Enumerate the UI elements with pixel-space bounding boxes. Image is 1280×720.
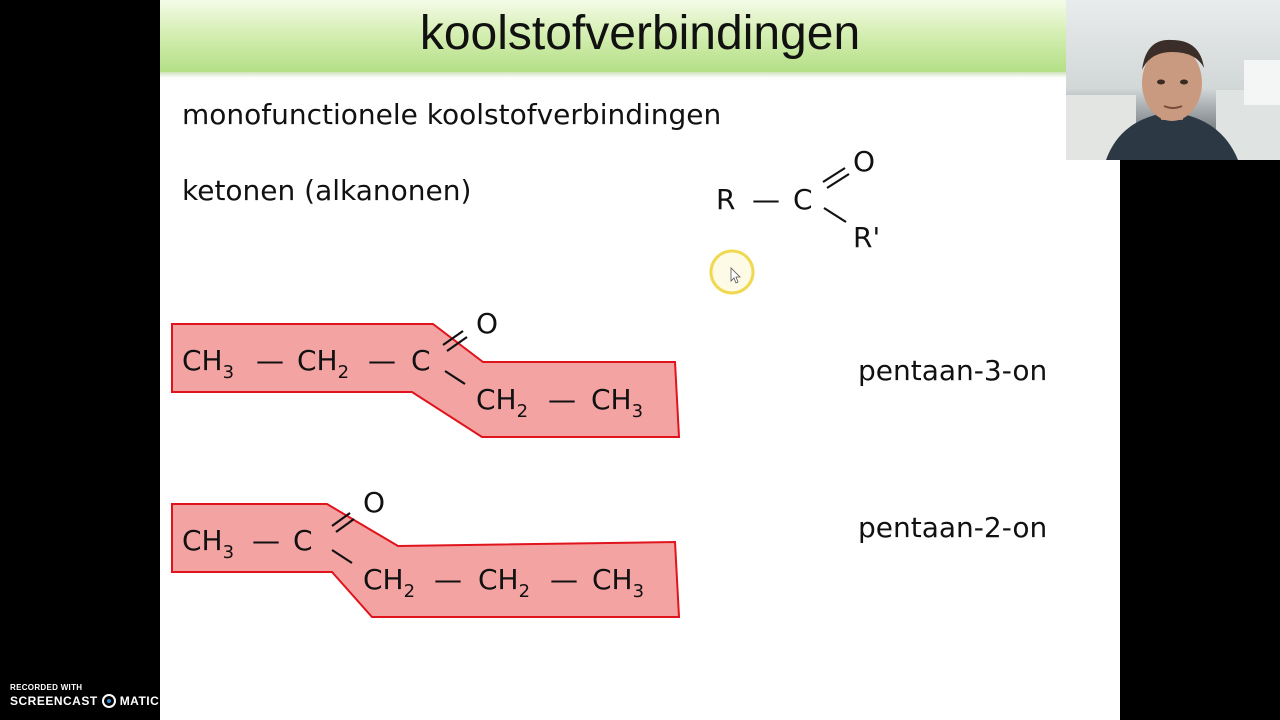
m2-c: C	[293, 524, 313, 557]
m1-dash3: —	[548, 383, 576, 416]
formula-o: O	[853, 145, 875, 178]
m2-ch3: CH	[592, 563, 633, 596]
formula-r-prime: R'	[853, 221, 880, 254]
svg-text:CH3: CH3	[592, 563, 644, 602]
m1-dash2: —	[368, 344, 396, 377]
m2-dash1: —	[252, 524, 280, 557]
m1-dash1: —	[256, 344, 284, 377]
molecule-name-pentaan-2-on: pentaan-2-on	[858, 511, 1048, 544]
m2-sub3b: 3	[633, 581, 644, 602]
mouse-pointer-icon	[730, 267, 741, 284]
svg-text:CH2: CH2	[363, 563, 415, 602]
svg-text:CH3: CH3	[182, 344, 234, 383]
svg-text:CH2: CH2	[297, 344, 349, 383]
m2-o: O	[363, 486, 385, 519]
m2-ch2a: CH	[363, 563, 404, 596]
slide-title: koolstofverbindingen	[419, 7, 861, 60]
presenter-shoulders	[1106, 112, 1238, 160]
svg-text:CH3: CH3	[182, 524, 234, 563]
formula-c: C	[793, 183, 813, 216]
molecule-pentaan-3-on: CH3 — CH2 — C O CH2 — CH3	[171, 307, 681, 438]
m2-dash3: —	[550, 563, 578, 596]
title-bar: koolstofverbindingen	[160, 0, 1120, 78]
formula-single-bond	[823, 207, 847, 223]
m1-ch2b: CH	[476, 383, 517, 416]
molecule-2-highlight	[171, 503, 681, 618]
m2-dash2: —	[434, 563, 462, 596]
m2-ch2b: CH	[478, 563, 519, 596]
cursor-highlight	[709, 249, 755, 295]
watermark-small-label: RECORDED WITH	[10, 683, 83, 692]
formula-double-bond-b	[826, 173, 850, 189]
svg-text:CH2: CH2	[476, 383, 528, 422]
presenter-video	[1066, 39, 1280, 160]
molecule-name-pentaan-3-on: pentaan-3-on	[858, 354, 1048, 387]
slide-subtitle: monofunctionele koolstofverbindingen	[182, 98, 722, 131]
m1-sub2: 2	[338, 362, 349, 383]
m1-sub3b: 3	[632, 401, 643, 422]
m2-sub3: 3	[223, 542, 234, 563]
formula-double-bond-a	[822, 167, 846, 183]
slide: koolstofverbindingen monofunctionele koo…	[160, 0, 1120, 720]
molecule-1-highlight	[171, 323, 681, 438]
general-ketone-formula: R — C O R'	[716, 145, 880, 254]
watermark-brand: SCREENCAST MATIC	[10, 694, 159, 708]
m1-ch3b: CH	[591, 383, 632, 416]
m1-o: O	[476, 307, 498, 340]
record-dot-icon	[101, 694, 116, 708]
molecule-pentaan-2-on: CH3 — C O CH2 — CH2 — CH3	[171, 486, 681, 618]
m1-sub2b: 2	[517, 401, 528, 422]
watermark-brand-left: SCREENCAST	[10, 694, 98, 708]
m2-ch: CH	[182, 524, 223, 557]
m1-ch: CH	[182, 344, 223, 377]
m2-sub2a: 2	[404, 581, 415, 602]
svg-text:CH2: CH2	[478, 563, 530, 602]
section-heading: ketonen (alkanonen)	[182, 174, 472, 207]
watermark-brand-right: MATIC	[119, 694, 160, 708]
presenter-face	[1142, 45, 1202, 121]
screencast-watermark: RECORDED WITH SCREENCAST MATIC	[10, 683, 159, 708]
chemistry-diagram: R — C O R' CH3 — CH2 — C	[171, 145, 880, 618]
formula-dash: —	[752, 183, 780, 216]
svg-text:CH3: CH3	[591, 383, 643, 422]
m1-sub3: 3	[223, 362, 234, 383]
m1-c: C	[411, 344, 431, 377]
webcam-feed	[1066, 0, 1280, 160]
m1-ch2: CH	[297, 344, 338, 377]
m2-sub2b: 2	[519, 581, 530, 602]
formula-r: R	[716, 183, 735, 216]
